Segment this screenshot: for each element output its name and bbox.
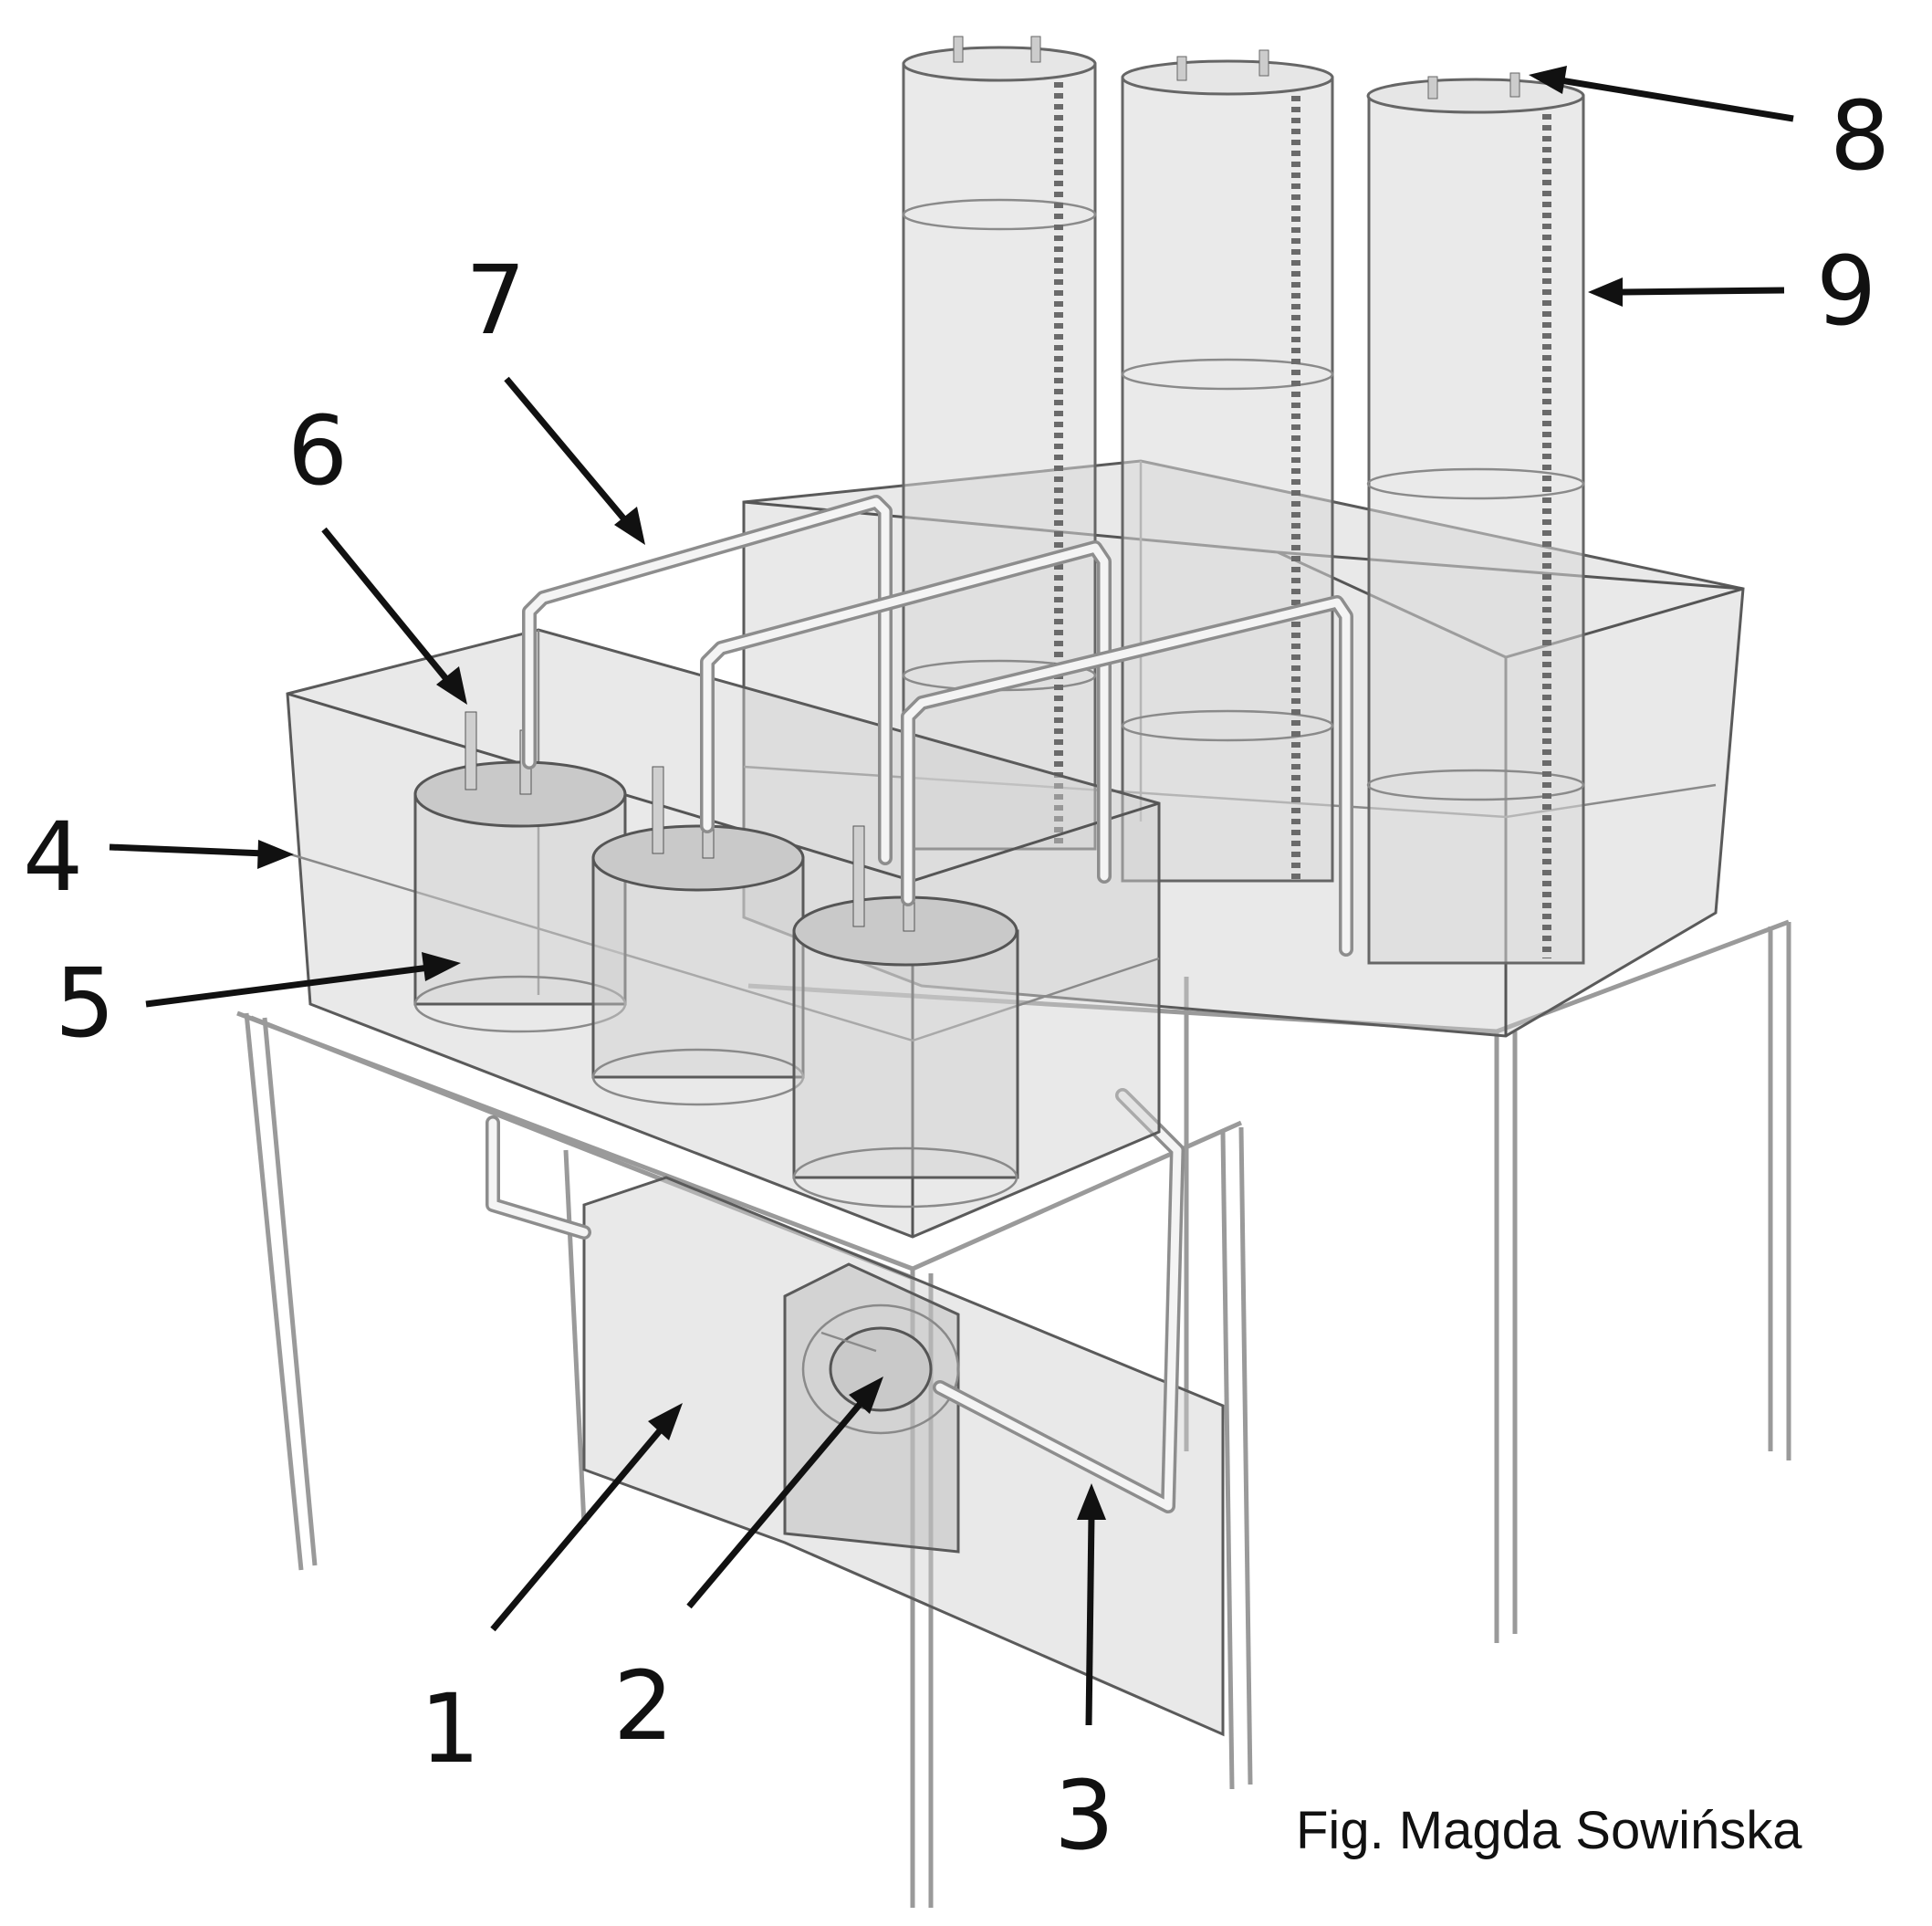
number-labels: 1 2 3 4 5 6 7 8 9 [23, 80, 1890, 1871]
arrow-4-head [257, 840, 294, 869]
arrow-2 [686, 1398, 865, 1609]
arrow-5-head [422, 952, 461, 981]
arrow-4 [109, 843, 266, 857]
label-7: 7 [465, 245, 526, 356]
label-2: 2 [613, 1650, 674, 1762]
arrow-3-head [1077, 1483, 1106, 1520]
label-4: 4 [23, 801, 83, 913]
arrow-6-head [436, 666, 467, 705]
arrow-9-head [1588, 277, 1623, 307]
chamber-3 [792, 825, 1019, 1209]
left-table-frame [236, 1010, 1253, 1908]
label-6: 6 [287, 395, 348, 507]
label-5: 5 [55, 947, 115, 1059]
label-8: 8 [1830, 80, 1890, 192]
connecting-tubes [522, 495, 1353, 957]
label-3: 3 [1054, 1760, 1114, 1871]
label-9: 9 [1816, 236, 1876, 347]
arrow-8-head [1529, 66, 1567, 94]
right-table-frame [747, 919, 1791, 1643]
chamber-2 [591, 766, 805, 1106]
tall-column-3 [1366, 72, 1585, 965]
arrow-9 [1619, 287, 1785, 296]
arrow-7-head [614, 507, 645, 545]
tall-column-2 [1121, 49, 1334, 883]
arrow-5 [145, 964, 430, 1008]
pump-assembly [582, 1176, 1225, 1737]
figure-credit: Fig. Magda Sowińska [1296, 1801, 1802, 1860]
chamber-1 [413, 711, 627, 1033]
tall-column-1 [902, 36, 1097, 851]
arrow-7 [504, 376, 628, 523]
return-pipe [486, 1088, 1185, 1513]
callout-arrows [109, 66, 1794, 1726]
label-1: 1 [420, 1673, 480, 1785]
arrow-8 [1560, 77, 1794, 122]
arrow-6 [321, 527, 450, 683]
arrow-1-head [648, 1403, 683, 1440]
arrow-3 [1085, 1514, 1095, 1726]
arrow-1 [490, 1426, 664, 1632]
arrow-2-head [849, 1376, 883, 1414]
